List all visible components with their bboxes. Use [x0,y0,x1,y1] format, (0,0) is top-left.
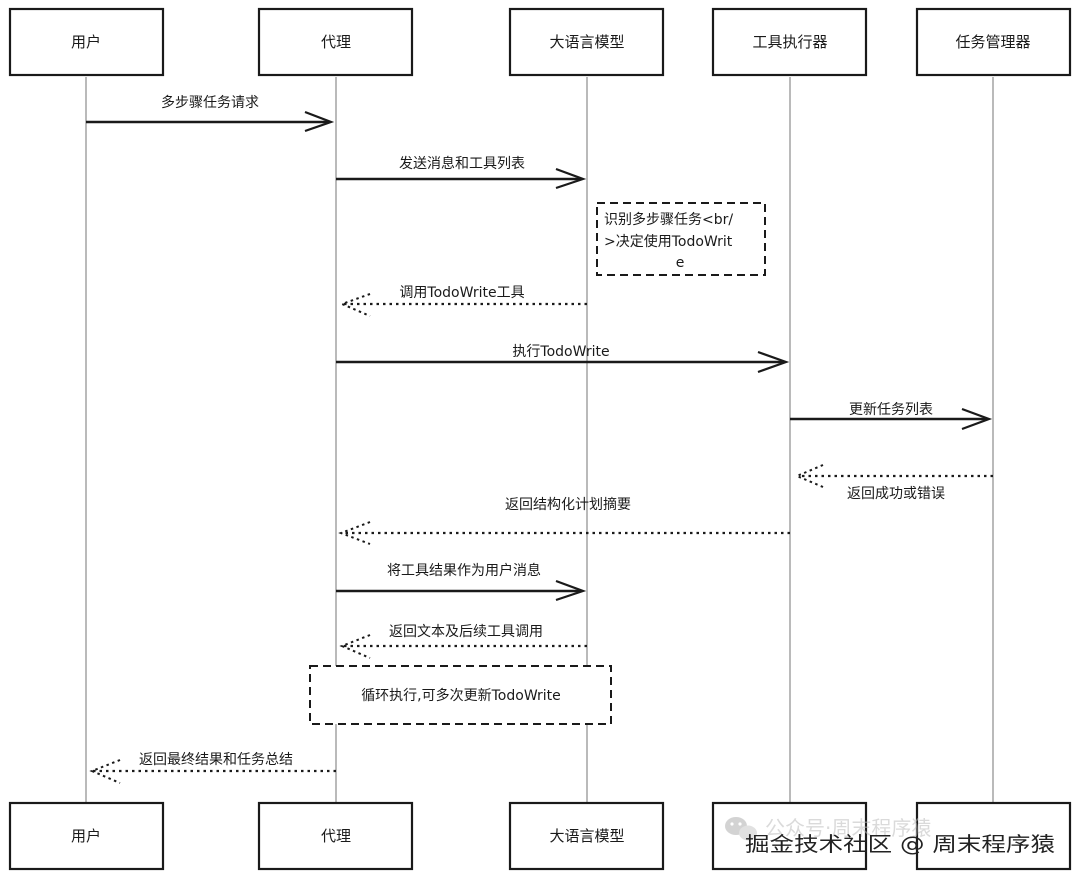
message-5: 更新任务列表 [790,402,993,431]
participant-label: 代理 [321,827,351,845]
message-8: 将工具结果作为用户消息 [336,562,587,602]
message-2: 发送消息和工具列表 [336,155,587,190]
message-label: 将工具结果作为用户消息 [387,562,541,579]
participant-task-manager-top: 任务管理器 [915,7,1072,77]
message-label: 返回结构化计划摘要 [505,496,631,513]
message-label: 返回最终结果和任务总结 [139,752,293,768]
participant-llm-top: 大语言模型 [508,7,665,77]
message-3: 调用TodoWrite工具 [339,285,587,317]
participant-user-top: 用户 [8,7,165,77]
note-line: >决定使用TodoWrit [604,233,733,250]
message-label: 执行TodoWrite [512,344,609,360]
watermark: 公众号·周末程序猿 掘金技术社区 @ 周末程序猿 [725,816,1055,856]
participant-label: 工具执行器 [752,33,827,51]
participant-task-manager-bottom [915,801,1072,871]
note-line: 识别多步骤任务<br/ [604,211,733,228]
participant-agent-top: 代理 [257,7,414,77]
participant-agent-bottom: 代理 [257,801,414,871]
note-line: 循环执行,可多次更新TodoWrite [361,687,561,704]
message-10: 返回最终结果和任务总结 [89,752,336,784]
participant-tool-executor-bottom [711,801,868,871]
message-label: 多步骤任务请求 [161,94,259,111]
message-1: 多步骤任务请求 [86,94,335,133]
note-line: e [676,255,685,271]
watermark-faint-text: 公众号·周末程序猿 [765,816,931,840]
note-loop: 循环执行,可多次更新TodoWrite [309,665,612,725]
participant-label: 大语言模型 [549,827,624,845]
wechat-icon [725,817,757,841]
message-9: 返回文本及后续工具调用 [339,623,587,659]
participant-label: 任务管理器 [955,33,1030,51]
message-label: 调用TodoWrite工具 [399,285,524,301]
message-label: 更新任务列表 [849,402,933,418]
note-llm-decision: 识别多步骤任务<br/ >决定使用TodoWrit e [596,202,766,276]
participant-label: 用户 [71,827,101,845]
participant-llm-bottom: 大语言模型 [508,801,665,871]
message-label: 发送消息和工具列表 [399,155,525,172]
message-4: 执行TodoWrite [336,344,790,374]
participant-label: 用户 [71,33,101,51]
participant-label: 代理 [321,33,351,51]
participant-user-bottom: 用户 [8,801,165,871]
message-label: 返回成功或错误 [847,486,945,502]
watermark-text: 掘金技术社区 @ 周末程序猿 [745,832,1055,856]
participant-tool-executor-top: 工具执行器 [711,7,868,77]
message-label: 返回文本及后续工具调用 [389,623,543,640]
participant-label: 大语言模型 [549,33,624,51]
message-7: 返回结构化计划摘要 [338,496,790,545]
message-6: 返回成功或错误 [794,464,993,502]
